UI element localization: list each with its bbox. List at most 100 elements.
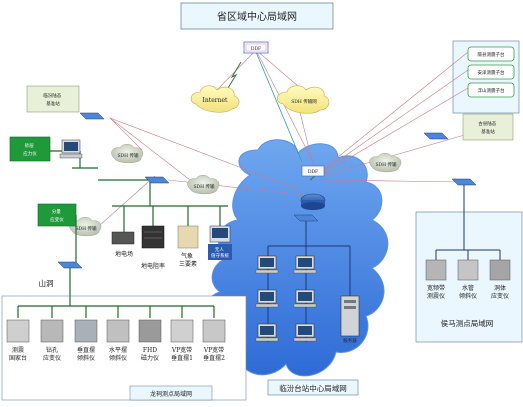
houma-instrument-label-line: 宽频带 bbox=[427, 284, 445, 292]
bottom-instrument-label-line: 应变仪 bbox=[43, 354, 61, 362]
ddf-center-label: DDF bbox=[308, 169, 318, 175]
houma-instrument-label-line: 测震仪 bbox=[427, 292, 445, 300]
bottom-instrument-label: VP宽带垂直摆2 bbox=[203, 346, 225, 362]
sdh-top-cloud bbox=[277, 85, 330, 114]
wuren-badge bbox=[208, 244, 232, 260]
houma-instruments bbox=[425, 259, 511, 281]
bottom-instruments bbox=[6, 319, 226, 343]
top-region-title: 省区域中心局域网 bbox=[217, 10, 297, 23]
center-computer bbox=[293, 255, 317, 274]
center-computer bbox=[255, 323, 279, 342]
subtai-3-label: 浮山测震子台 bbox=[478, 87, 505, 94]
houma-instrument-label-line: 洞体 bbox=[494, 284, 506, 292]
sdh-mid-label: SDH 传输 bbox=[193, 183, 215, 190]
internet-cloud bbox=[190, 85, 240, 113]
center-server bbox=[340, 295, 360, 337]
bottom-instrument-label: 钻孔应变仪 bbox=[43, 346, 61, 362]
bottom-instrument-label-line: 垂直摆2 bbox=[203, 354, 225, 362]
sdh-top-label: SDH 传输网 bbox=[291, 98, 317, 105]
linfen-station-line2: 基准站 bbox=[46, 100, 60, 107]
houma-instrument-label: 水管倾斜仪 bbox=[459, 284, 477, 300]
linfen-region-label: 临汾台站中心局域网 bbox=[279, 383, 347, 393]
qixiang-line2: 三要素 bbox=[179, 260, 197, 268]
bottom-instrument-label-line: VP宽带 bbox=[171, 346, 192, 354]
guxian-station-label: 古县陆态 基准站 bbox=[478, 120, 497, 135]
houma-instrument-label: 宽频带测震仪 bbox=[427, 284, 445, 300]
instrument-row-mid bbox=[111, 225, 231, 249]
guxian-station-box bbox=[462, 113, 514, 141]
left-bus-lines bbox=[17, 150, 228, 318]
houma-instrument-label-line: 倾斜仪 bbox=[459, 292, 477, 300]
houma-instrument-label-line: 应变仪 bbox=[491, 292, 509, 300]
bottom-instrument-label-line: 磁力仪 bbox=[141, 354, 159, 362]
component-strain-line2: 应变仪 bbox=[50, 216, 64, 223]
bottom-instrument-label: 测震国家台 bbox=[9, 346, 27, 362]
sand-stress-box bbox=[9, 136, 51, 162]
station-computer bbox=[59, 139, 83, 159]
sdh-left-upper-label: SDH 传输 bbox=[117, 152, 139, 159]
guxian-station-line2: 基准站 bbox=[481, 128, 495, 135]
subtai-2-label: 安泽测震子台 bbox=[478, 69, 505, 76]
component-strain-label: 分量 应变仪 bbox=[50, 208, 64, 223]
bottom-instrument-label: VP宽带垂直摆1 bbox=[171, 346, 193, 362]
bottom-instrument-label-line: 垂直摆1 bbox=[171, 354, 193, 362]
top-region-frame bbox=[180, 2, 334, 30]
bottom-instrument-label-line: 倾斜仪 bbox=[77, 354, 95, 362]
center-computers bbox=[255, 255, 317, 342]
bottom-instrument-label-line: 垂直摆 bbox=[77, 346, 95, 354]
linfen-station-line1: 临汾陆态 bbox=[43, 92, 61, 99]
houma-bus bbox=[435, 185, 501, 260]
ddf-top-inner bbox=[245, 43, 267, 52]
component-strain-line1: 分量 bbox=[52, 208, 61, 215]
bottom-instrument-label-line: VP宽带 bbox=[203, 346, 224, 354]
center-computer bbox=[255, 255, 279, 274]
center-computer bbox=[293, 289, 317, 308]
sand-stress-line1: 砂层 bbox=[25, 142, 34, 149]
bottom-instrument-label-line: 测震 bbox=[12, 346, 24, 354]
dianchang-label: 地电场 bbox=[115, 250, 133, 258]
internet-label: Internet bbox=[203, 97, 228, 104]
linfen-station-box bbox=[26, 85, 80, 113]
ddf-top-label: DDF bbox=[251, 46, 261, 52]
wuren-label: 无人 值守系统 bbox=[211, 247, 229, 259]
shandong-label: 山洞 bbox=[39, 278, 54, 288]
bottom-instrument-label: 水平摆倾斜仪 bbox=[109, 346, 127, 362]
sdh-right-label: SDH 传输 bbox=[375, 161, 397, 168]
guxian-station-line1: 古县陆态 bbox=[478, 120, 496, 127]
server-label: 服务器 bbox=[343, 337, 357, 344]
longci-region-label: 龙祠测点局域网 bbox=[150, 390, 192, 398]
center-router-base bbox=[301, 202, 325, 210]
center-computer bbox=[293, 323, 317, 342]
ddf-to-center-link bbox=[255, 51, 303, 163]
qixiang-label: 气象 三要素 bbox=[179, 252, 197, 268]
wuren-line2: 值守系统 bbox=[211, 252, 229, 259]
houma-instrument-label-line: 水管 bbox=[462, 284, 474, 292]
switches bbox=[57, 112, 477, 269]
right-subtai-boxes bbox=[467, 46, 515, 98]
bottom-instrument-label-line: 钻孔 bbox=[46, 346, 58, 354]
qixiang-line1: 气象 bbox=[181, 252, 193, 260]
sand-stress-line2: 应力仪 bbox=[23, 150, 37, 157]
wuren-line1: 无人 bbox=[215, 247, 224, 253]
subtai-1-label: 隰县测震子台 bbox=[478, 51, 505, 58]
ddf-center-box bbox=[301, 165, 325, 177]
dianzu-label: 地电阻率 bbox=[141, 262, 165, 270]
linfen-station-label: 临汾陆态 基准站 bbox=[43, 92, 62, 107]
longci-label-frame bbox=[129, 385, 213, 401]
center-computer bbox=[255, 289, 279, 308]
sdh-left-lower-label: SDH 传输 bbox=[75, 225, 97, 232]
wan-links bbox=[99, 49, 469, 226]
longci-frame bbox=[1, 295, 247, 401]
sand-stress-label: 砂层 应力仪 bbox=[23, 142, 37, 157]
bottom-instrument-label-line: FHD bbox=[143, 347, 157, 354]
bottom-instrument-label-line: 国家台 bbox=[9, 354, 27, 362]
bottom-instrument-label-line: 水平摆 bbox=[109, 346, 127, 354]
bottom-instrument-label-line: 倾斜仪 bbox=[109, 354, 127, 362]
linfen-label-frame bbox=[267, 379, 359, 396]
bottom-instrument-label: 垂直摆倾斜仪 bbox=[77, 346, 95, 362]
